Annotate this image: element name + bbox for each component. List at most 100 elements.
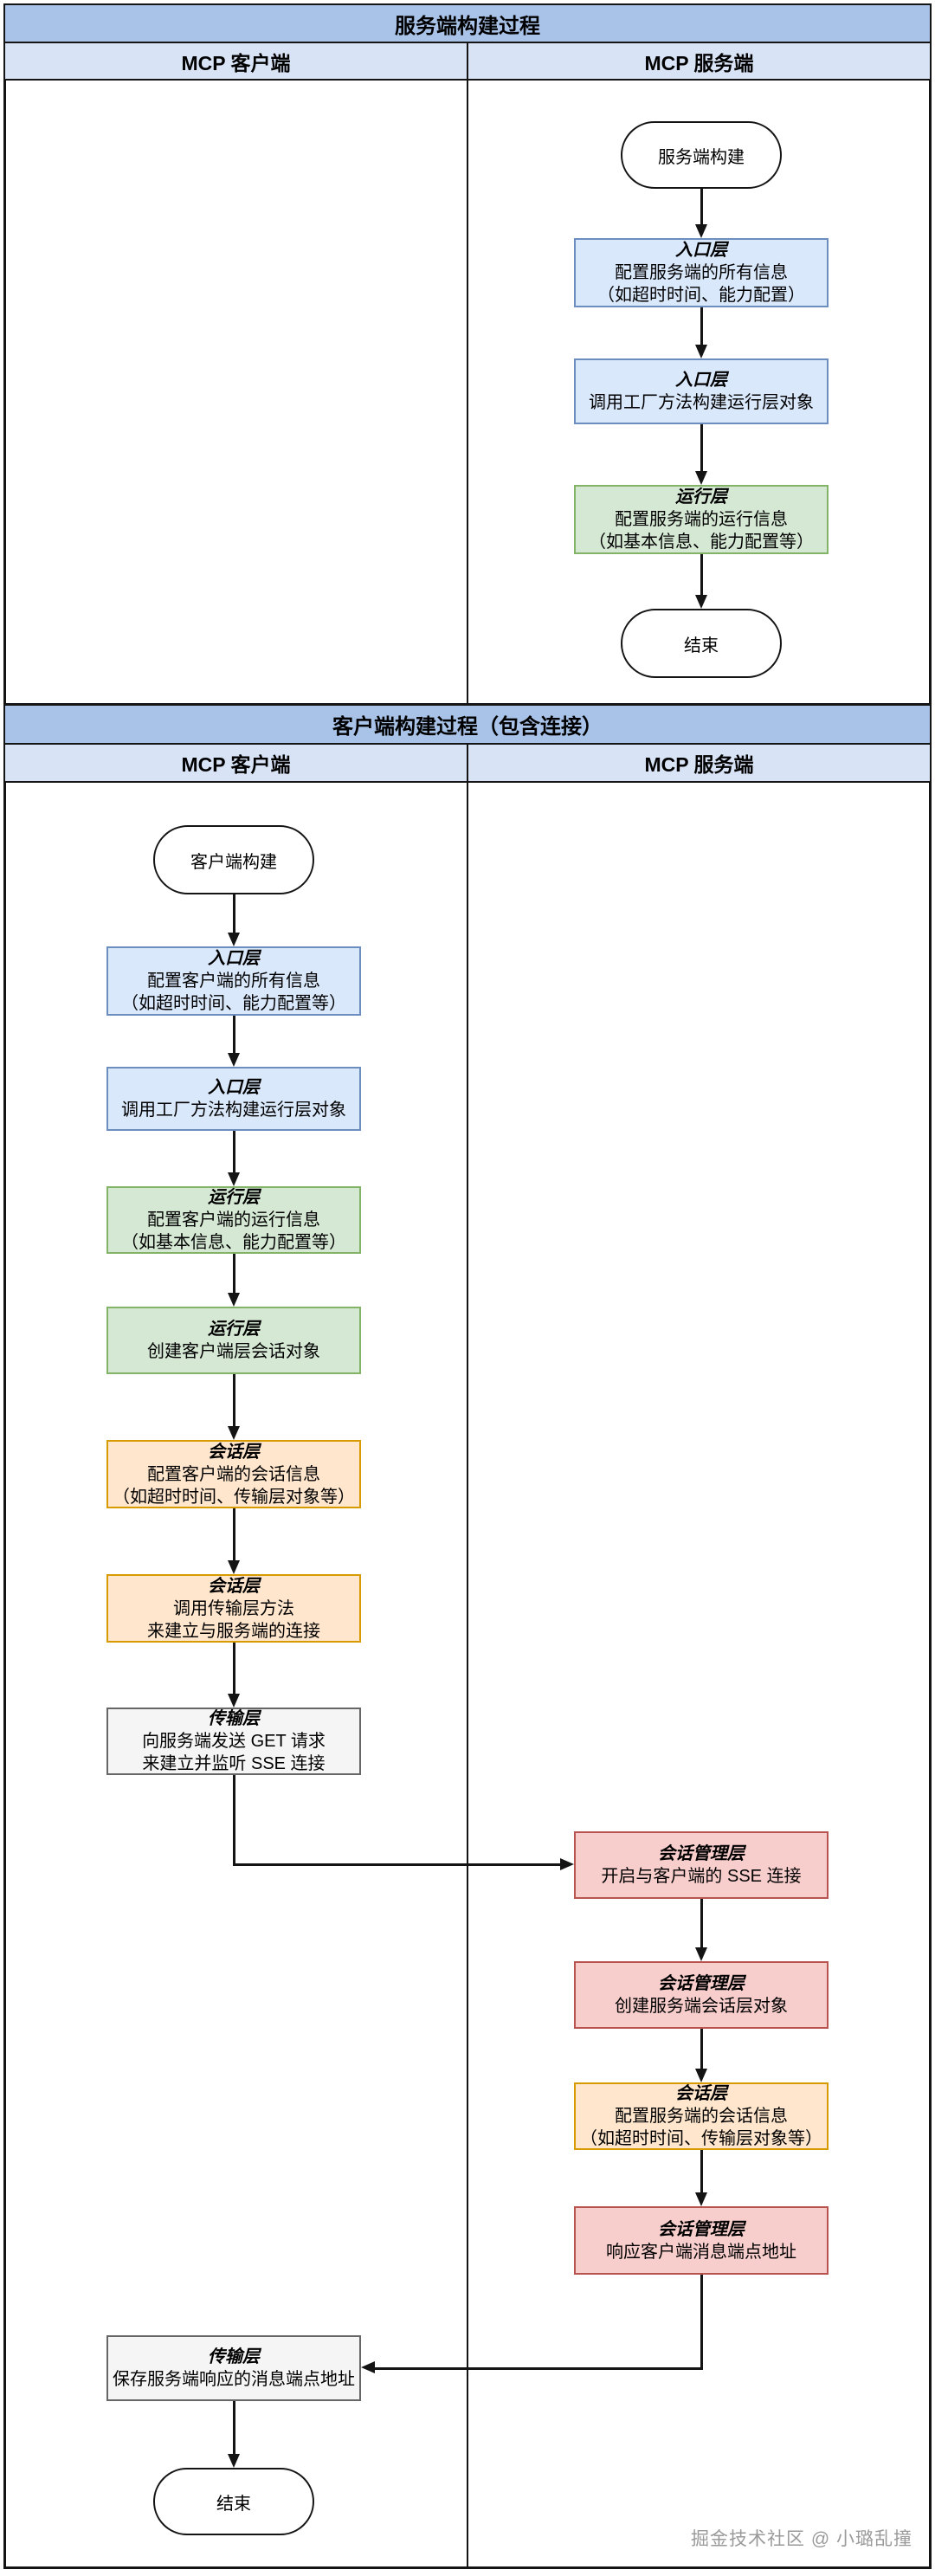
- node-server-session-config: 会话层 配置服务端的会话信息 （如超时时间、传输层对象等）: [574, 2082, 829, 2150]
- arrow-line: [700, 307, 703, 345]
- lane2-header-left-label: MCP 客户端: [181, 753, 291, 776]
- node-line: 配置客户端的会话信息: [147, 1464, 320, 1484]
- lane2-start-terminator: 客户端构建: [153, 825, 314, 894]
- node-line: 配置客户端的所有信息: [147, 972, 320, 991]
- node-layer-title: 入口层: [208, 949, 260, 968]
- arrow-line: [700, 189, 703, 224]
- arrow-line: [232, 894, 235, 933]
- node-layer-title: 入口层: [675, 371, 727, 390]
- node-line: 调用工厂方法构建运行层对象: [589, 393, 814, 412]
- node-client-runtime-config: 运行层 配置客户端的运行信息 （如基本信息、能力配置等）: [106, 1186, 361, 1254]
- node-layer-title: 传输层: [208, 2347, 260, 2366]
- node-line: 配置服务端的所有信息: [615, 263, 788, 282]
- arrow-head-down: [228, 1172, 240, 1186]
- node-client-session-connect: 会话层 调用传输层方法 来建立与服务端的连接: [106, 1574, 361, 1643]
- node-layer-title: 运行层: [208, 1188, 260, 1207]
- lane2-title-band: 客户端构建过程（包含连接）: [3, 704, 932, 745]
- node-line: 调用传输层方法: [173, 1598, 294, 1618]
- arrow-line: [232, 1254, 235, 1293]
- arrow-head-left: [361, 2361, 375, 2373]
- node-line: 调用工厂方法构建运行层对象: [121, 1101, 346, 1120]
- arrow-head-down: [228, 1426, 240, 1440]
- lane2-header-left: MCP 客户端: [3, 743, 468, 783]
- arrow-line: [700, 1899, 703, 1947]
- connector-line: [375, 2366, 701, 2370]
- arrow-head-down: [228, 2454, 240, 2468]
- arrow-head-down: [695, 2192, 707, 2206]
- arrow-line: [232, 1508, 235, 1560]
- node-server-sse-open: 会话管理层 开启与客户端的 SSE 连接: [574, 1831, 829, 1899]
- node-layer-title: 会话管理层: [658, 1974, 745, 1993]
- node-server-respond-endpoint: 会话管理层 响应客户端消息端点地址: [574, 2206, 829, 2275]
- node-layer-title: 传输层: [208, 1709, 260, 1728]
- lane1-header-left: MCP 客户端: [3, 42, 468, 81]
- lane1-end-terminator: 结束: [621, 609, 782, 678]
- node-line: （如超时时间、传输层对象等）: [580, 2129, 822, 2148]
- lane1-start-label: 服务端构建: [658, 147, 745, 167]
- node-layer-title: 运行层: [675, 487, 727, 507]
- arrow-line: [232, 1374, 235, 1426]
- node-client-transport-get: 传输层 向服务端发送 GET 请求 来建立并监听 SSE 连接: [106, 1708, 361, 1775]
- lane1-start-terminator: 服务端构建: [621, 121, 782, 189]
- node-line: （如超时时间、能力配置等）: [121, 994, 346, 1013]
- node-layer-title: 会话管理层: [658, 1844, 745, 1863]
- node-line: 创建客户端层会话对象: [147, 1342, 320, 1361]
- node-line: （如基本信息、能力配置等）: [589, 533, 814, 552]
- node-line: 来建立与服务端的连接: [147, 1621, 320, 1641]
- node-client-runtime-session: 运行层 创建客户端层会话对象: [106, 1307, 361, 1374]
- node-client-entry-config: 入口层 配置客户端的所有信息 （如超时时间、能力配置等）: [106, 946, 361, 1016]
- lane1-column-divider: [467, 79, 468, 704]
- arrow-head-right: [560, 1858, 574, 1870]
- arrow-line: [232, 1643, 235, 1694]
- arrow-head-down: [228, 1293, 240, 1307]
- arrow-head-down: [228, 1694, 240, 1708]
- lane2-start-label: 客户端构建: [190, 852, 277, 872]
- arrow-line: [700, 554, 703, 595]
- lane1-title-band: 服务端构建过程: [3, 3, 932, 43]
- lane1-end-label: 结束: [684, 636, 719, 655]
- arrow-head-down: [228, 1053, 240, 1067]
- lane2-end-label: 结束: [216, 2494, 251, 2514]
- arrow-line: [700, 424, 703, 471]
- connector-line: [700, 2275, 703, 2370]
- node-server-runtime-config: 运行层 配置服务端的运行信息 （如基本信息、能力配置等）: [574, 485, 829, 554]
- watermark: 掘金技术社区 @ 小璐乱撞: [691, 2529, 912, 2549]
- node-server-entry-factory: 入口层 调用工厂方法构建运行层对象: [574, 358, 829, 424]
- arrow-head-down: [695, 2069, 707, 2082]
- node-client-session-config: 会话层 配置客户端的会话信息 （如超时时间、传输层对象等）: [106, 1440, 361, 1508]
- node-line: 向服务端发送 GET 请求: [142, 1732, 326, 1751]
- node-layer-title: 会话层: [675, 2084, 727, 2103]
- node-line: （如基本信息、能力配置等）: [121, 1233, 346, 1252]
- arrow-line: [700, 2150, 703, 2192]
- lane1-header-right: MCP 服务端: [467, 42, 932, 81]
- arrow-head-down: [228, 933, 240, 946]
- node-client-entry-factory: 入口层 调用工厂方法构建运行层对象: [106, 1067, 361, 1131]
- node-layer-title: 入口层: [208, 1078, 260, 1097]
- node-layer-title: 会话管理层: [658, 2219, 745, 2239]
- arrow-head-down: [695, 224, 707, 238]
- arrow-line: [232, 1016, 235, 1053]
- node-line: 配置客户端的运行信息: [147, 1211, 320, 1230]
- arrow-head-down: [695, 595, 707, 609]
- arrow-head-down: [695, 471, 707, 485]
- node-line: 开启与客户端的 SSE 连接: [601, 1867, 802, 1886]
- node-line: 配置服务端的运行信息: [615, 510, 788, 529]
- node-line: （如超时时间、能力配置）: [597, 286, 805, 305]
- node-server-create-session: 会话管理层 创建服务端会话层对象: [574, 1961, 829, 2029]
- node-line: （如超时时间、传输层对象等）: [113, 1487, 355, 1507]
- connector-line: [232, 1775, 235, 1864]
- node-line: 响应客户端消息端点地址: [606, 2242, 796, 2262]
- node-line: 配置服务端的会话信息: [615, 2107, 788, 2126]
- lane2-header-right-label: MCP 服务端: [644, 753, 754, 776]
- arrow-head-down: [695, 345, 707, 358]
- lane1-title: 服务端构建过程: [395, 14, 540, 38]
- node-client-transport-save: 传输层 保存服务端响应的消息端点地址: [106, 2335, 361, 2401]
- connector-line: [232, 1863, 562, 1866]
- node-layer-title: 会话层: [208, 1576, 260, 1596]
- node-server-entry-config: 入口层 配置服务端的所有信息 （如超时时间、能力配置）: [574, 238, 829, 307]
- lane2-title: 客户端构建过程（包含连接）: [332, 715, 603, 739]
- lane2-column-divider: [467, 781, 468, 2567]
- arrow-line: [700, 2029, 703, 2069]
- arrow-head-down: [695, 1947, 707, 1961]
